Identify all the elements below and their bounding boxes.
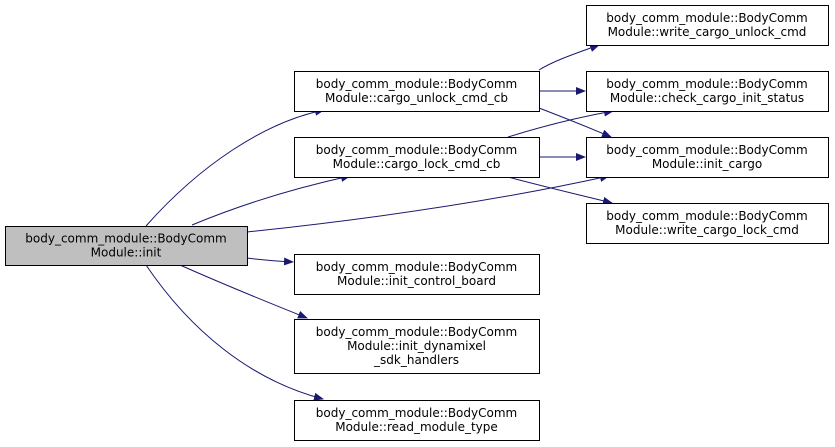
edge-init-to-init_dynamixel_sdk_handlers	[179, 264, 308, 319]
node-label-line: body_comm_module::BodyComm	[316, 143, 517, 157]
node-check-cargo-init-status[interactable]: body_comm_module::BodyCommModule::check_…	[586, 71, 829, 112]
node-label-line: body_comm_module::BodyComm	[606, 209, 807, 223]
node-box	[294, 400, 540, 441]
node-label-line: body_comm_module::BodyComm	[606, 143, 807, 157]
node-label-line: Module::check_cargo_init_status	[610, 91, 804, 105]
edges-layer	[145, 44, 614, 401]
node-box	[294, 319, 540, 374]
node-label-line: Module::init	[91, 246, 162, 260]
node-label-line: body_comm_module::BodyComm	[606, 77, 807, 91]
node-init-cargo[interactable]: body_comm_module::BodyCommModule::init_c…	[586, 137, 829, 178]
node-init-dynamixel-sdk-handlers[interactable]: body_comm_module::BodyCommModule::init_d…	[294, 319, 540, 374]
node-label-line: body_comm_module::BodyComm	[606, 11, 807, 25]
node-label-line: Module::read_module_type	[335, 420, 498, 434]
node-read-module-type[interactable]: body_comm_module::BodyCommModule::read_m…	[294, 400, 540, 441]
nodes-layer: body_comm_module::BodyCommModule::initbo…	[5, 5, 829, 441]
node-box	[586, 71, 829, 112]
edge-init-to-init_control_board	[246, 257, 294, 266]
node-label-line: body_comm_module::BodyComm	[316, 77, 517, 91]
edge-cargo_lock_cmd_cb-to-check_cargo_init_status	[507, 108, 614, 138]
node-label-line: body_comm_module::BodyComm	[316, 325, 517, 339]
node-label-line: Module::init_cargo	[652, 157, 762, 171]
node-box	[586, 5, 829, 46]
node-label-line: Module::write_cargo_lock_cmd	[615, 223, 799, 237]
edge-init-to-init_cargo	[246, 174, 610, 233]
node-label-line: Module::write_cargo_unlock_cmd	[608, 25, 807, 39]
node-box	[294, 254, 540, 295]
edge-init-to-cargo_lock_cmd_cb	[191, 174, 351, 226]
node-label-line: Module::init_dynamixel	[347, 339, 486, 353]
node-label-line: Module::init_control_board	[337, 274, 496, 288]
node-box	[294, 71, 540, 112]
node-box	[586, 137, 829, 178]
edge-cargo_unlock_cmd_cb-to-init_cargo	[538, 107, 612, 138]
node-init-control-board[interactable]: body_comm_module::BodyCommModule::init_c…	[294, 254, 540, 295]
edge-init-to-read_module_type	[145, 264, 324, 401]
edge-cargo_unlock_cmd_cb-to-write_cargo_unlock_cmd	[538, 44, 600, 71]
node-cargo-lock-cmd-cb[interactable]: body_comm_module::BodyCommModule::cargo_…	[294, 137, 540, 178]
node-label-line: _sdk_handlers	[373, 353, 459, 367]
node-label-line: Module::cargo_lock_cmd_cb	[333, 157, 501, 171]
node-label-line: body_comm_module::BodyComm	[316, 406, 517, 420]
edge-cargo_lock_cmd_cb-to-write_cargo_lock_cmd	[507, 176, 613, 205]
node-write-cargo-lock-cmd[interactable]: body_comm_module::BodyCommModule::write_…	[586, 203, 829, 244]
node-box	[294, 137, 540, 178]
node-label-line: body_comm_module::BodyComm	[316, 260, 517, 274]
node-box	[586, 203, 829, 244]
edge-init-to-cargo_unlock_cmd_cb	[145, 107, 325, 227]
node-label-line: body_comm_module::BodyComm	[25, 232, 226, 246]
node-cargo-unlock-cmd-cb[interactable]: body_comm_module::BodyCommModule::cargo_…	[294, 71, 540, 112]
node-label-line: Module::cargo_unlock_cmd_cb	[325, 91, 508, 105]
node-write-cargo-unlock-cmd[interactable]: body_comm_module::BodyCommModule::write_…	[586, 5, 829, 46]
node-box	[5, 226, 248, 266]
